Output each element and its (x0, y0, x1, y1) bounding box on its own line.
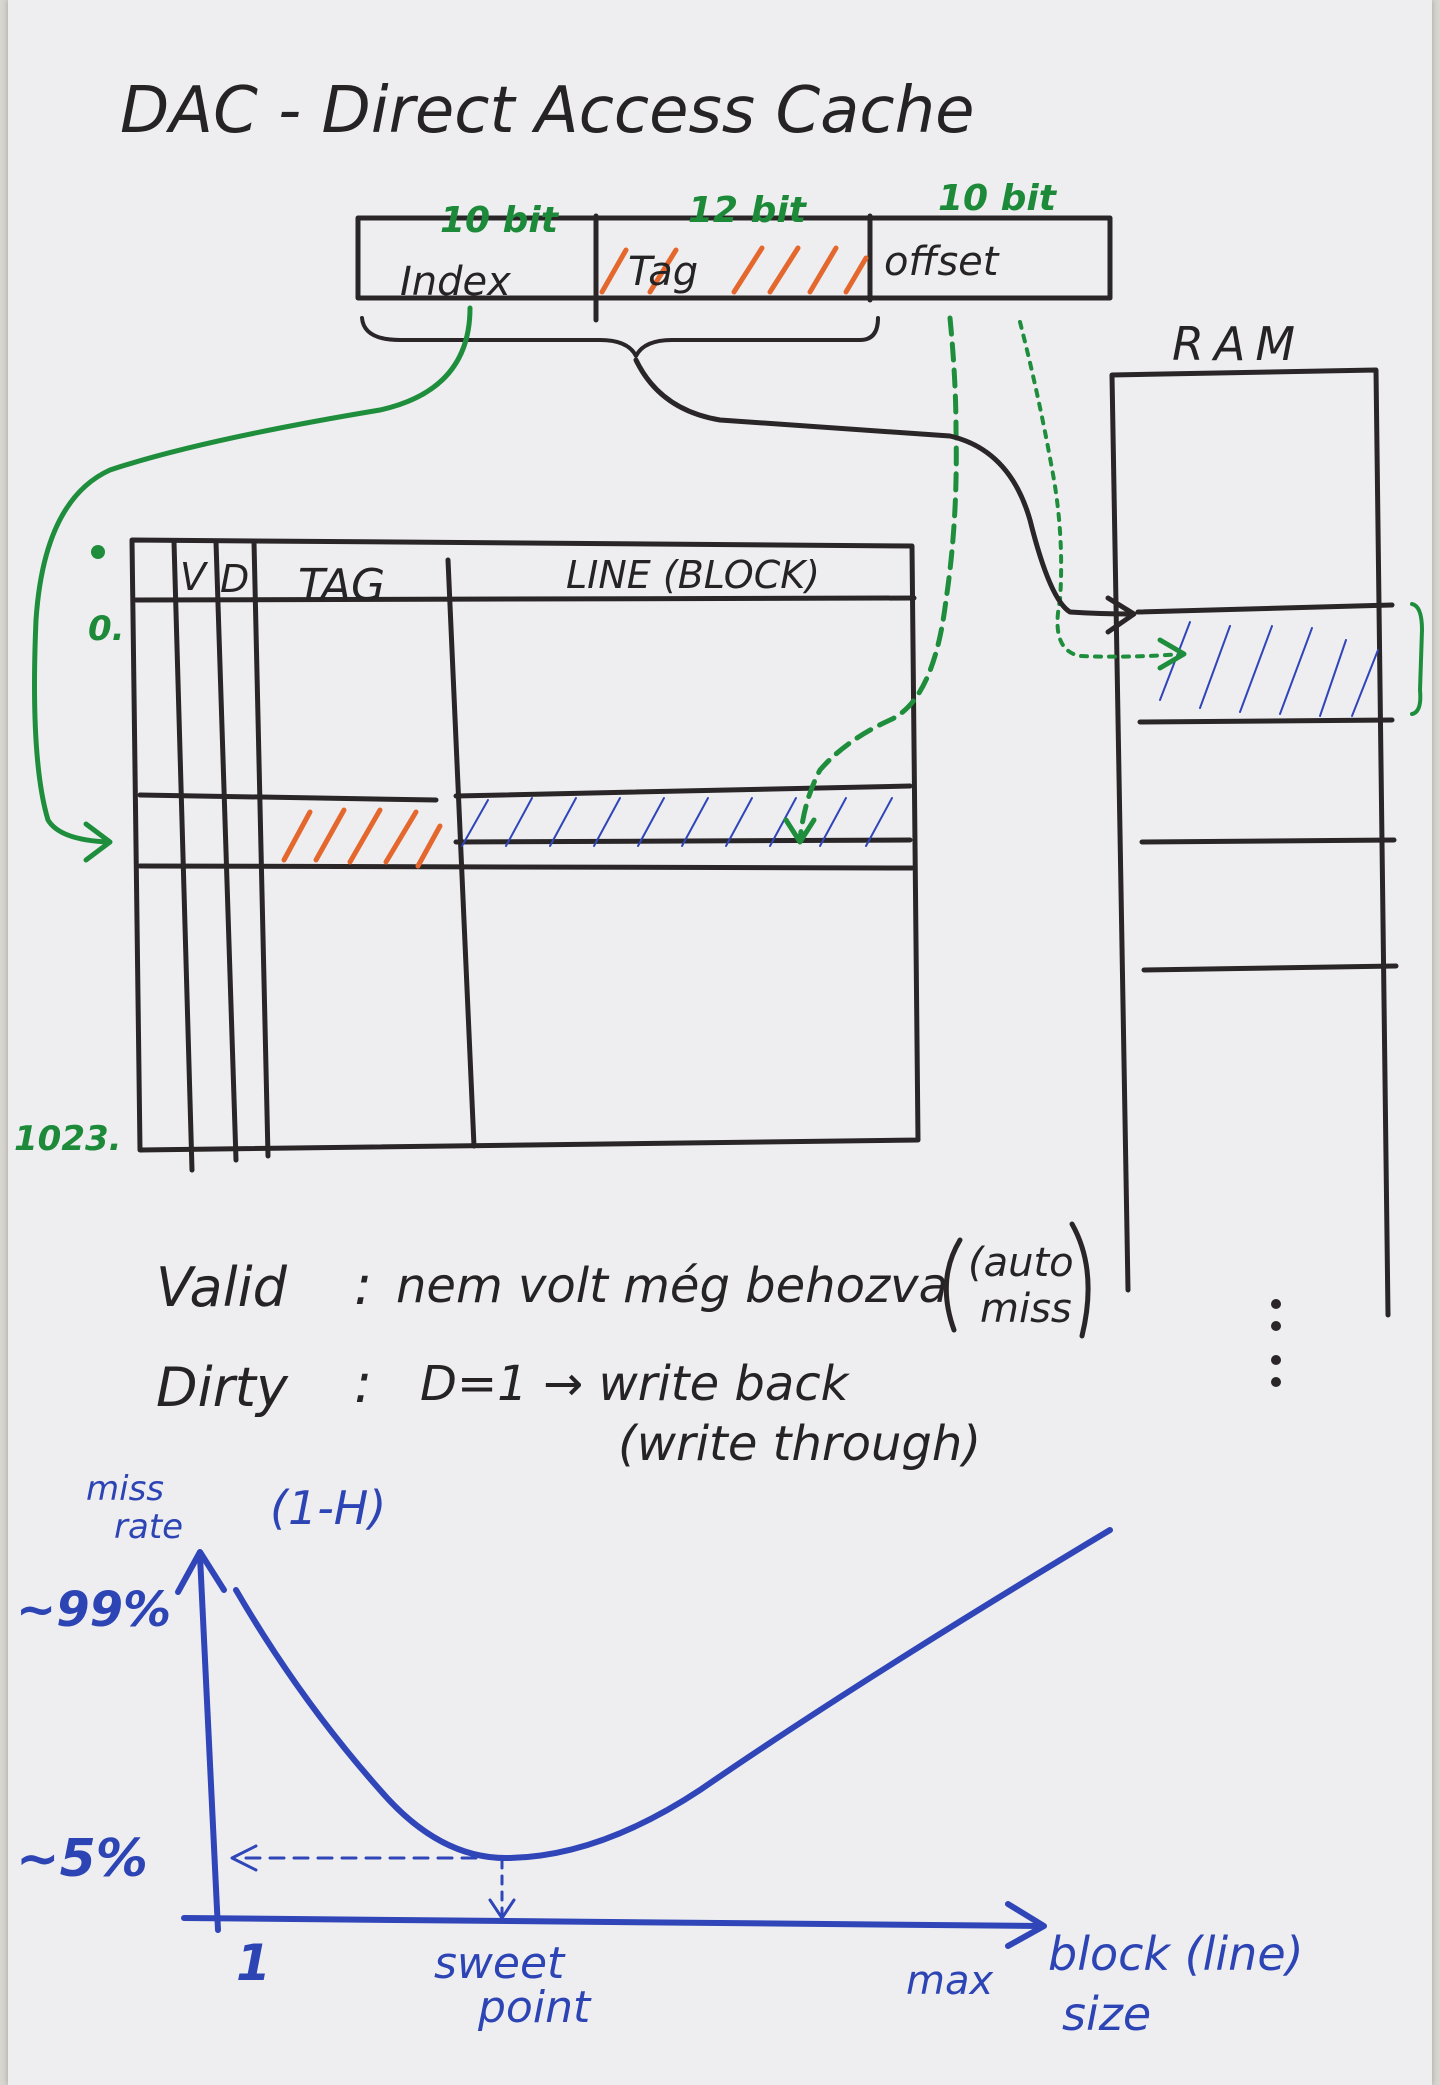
tag-to-ram-arrow (633, 357, 1137, 635)
x-tick-max: max (906, 1958, 993, 2004)
tag-bits-label: 12 bit (688, 190, 808, 231)
y-axis-label-line-2: rate (114, 1507, 183, 1547)
dirty-description: D=1 → write back (420, 1356, 851, 1412)
address-box (355, 215, 1113, 301)
tag-field-hatch (599, 245, 869, 295)
x-axis-label-line-1: block (line) (1048, 1927, 1304, 1981)
valid-label: Valid (156, 1256, 288, 1319)
valid-column-header: V (180, 555, 209, 599)
x-axis-label-line-2: size (1062, 1987, 1151, 2041)
index-field-label: Index (400, 259, 511, 305)
valid-separator: : (354, 1254, 372, 1317)
offset-bits-label: 10 bit (938, 178, 1058, 219)
y-axis-label-line-1: miss (86, 1469, 164, 1509)
valid-paren-line-2: miss (980, 1286, 1072, 1332)
row-last-index: 1023. (14, 1119, 122, 1159)
address-register: Index Tag offset 10 bit 12 bit 10 bit (355, 178, 1113, 358)
valid-paren-line-1: (auto (968, 1240, 1074, 1286)
tag-field-label: Tag (628, 249, 698, 295)
miss-rate-graph: miss rate (1-H) ~99% ~5% 1 sweet point m… (16, 1469, 1304, 2041)
page-title: DAC - Direct Access Cache (120, 74, 975, 148)
row-marker-dot (91, 545, 105, 559)
notes: Valid : nem volt még behozva (auto miss … (156, 1221, 1281, 1472)
index-to-row-arrow (32, 305, 473, 863)
offset-to-line-arrow (783, 315, 959, 845)
y-axis-arrowhead (175, 1549, 227, 1595)
offset-field-label: offset (884, 239, 1000, 285)
tag-column-header: TAG (298, 560, 385, 611)
dirty-label: Dirty (156, 1356, 289, 1419)
y-axis (197, 1553, 221, 1933)
index-bits-label: 10 bit (440, 200, 560, 241)
x-axis-arrowhead (1005, 1901, 1047, 1949)
y-axis-label-line-3: (1-H) (270, 1481, 386, 1535)
x-axis (181, 1915, 1043, 1929)
x-tick-sweet-line-1: sweet (434, 1938, 566, 1989)
y-tick-high: ~99% (16, 1582, 171, 1638)
dirty-column-header: D (220, 557, 249, 601)
paper-sheet (8, 0, 1432, 2085)
dirty-separator: : (354, 1352, 372, 1415)
cache-line-hatch (461, 797, 893, 847)
ram-block: RAM (1109, 317, 1424, 1318)
x-tick-one: 1 (236, 1934, 271, 1992)
dirty-alternative: (write through) (618, 1416, 981, 1472)
index-tag-brace (360, 316, 880, 358)
cache-tag-hatch (281, 807, 443, 869)
miss-rate-curve (233, 1527, 1113, 1862)
row-first-index: 0. (88, 609, 125, 649)
cache-table: V D TAG LINE (BLOCK) 0. 1023. (14, 537, 921, 1173)
x-tick-sweet-line-2: point (477, 1982, 592, 2033)
ram-block-hatch (1159, 621, 1379, 717)
valid-description: nem volt még behozva (396, 1258, 948, 1314)
ram-label: RAM (1172, 317, 1305, 371)
line-column-header: LINE (BLOCK) (566, 553, 820, 597)
offset-to-ram-arrow (1018, 320, 1187, 671)
y-tick-low: ~5% (16, 1829, 148, 1889)
